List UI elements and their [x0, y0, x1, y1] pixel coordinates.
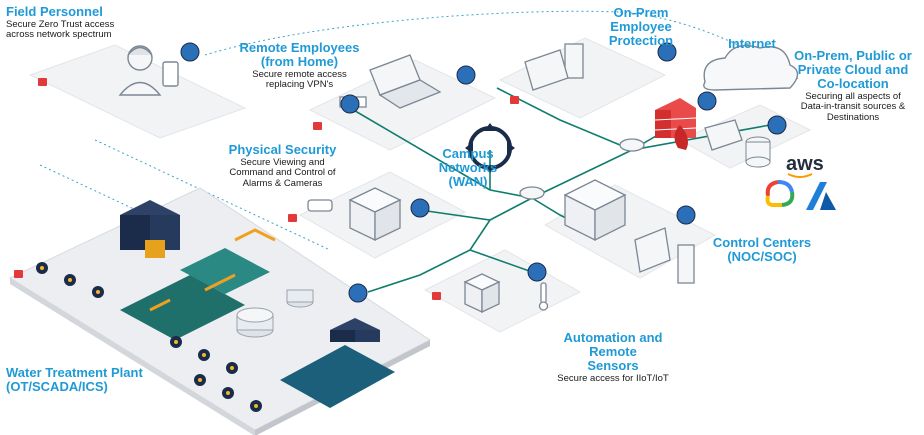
dotted-connectors: [39, 10, 801, 251]
desktop-icon: [524, 43, 584, 91]
building-icon: [348, 187, 402, 242]
physical-security-title: Physical Security: [228, 142, 337, 157]
thermometer-icon: [538, 282, 549, 311]
lock-icon: [14, 78, 519, 300]
access-shield-icon: [180, 42, 787, 303]
cloud-icon: [703, 44, 799, 91]
internet-title: Internet: [728, 36, 776, 51]
physical-security-desc: Secure Viewing and Command and Control o…: [229, 157, 336, 189]
physical-security-label: Physical Security Secure Viewing and Com…: [220, 142, 345, 189]
remote-employees-desc: Secure remote access replacing VPN's: [252, 69, 347, 91]
sensor-box-icon: [463, 273, 501, 314]
azure-icon: [806, 182, 836, 210]
control-centers-label: Control Centers (NOC/SOC): [702, 235, 822, 265]
cloud-desc: Securing all aspects of Data-in-transit …: [800, 91, 906, 123]
cloud-label: On-Prem, Public or Private Cloud and Co-…: [787, 48, 919, 123]
water-plant-title: Water Treatment Plant (OT/SCADA/ICS): [6, 365, 143, 395]
water-plant-platform: [8, 187, 431, 435]
internet-label: Internet: [717, 36, 787, 51]
google-cloud-icon: [765, 180, 795, 207]
on-prem-employee-label: On-Prem Employee Protection: [600, 5, 682, 49]
remote-employees-title: Remote Employees (from Home): [239, 40, 360, 70]
field-personnel-label: Field Personnel Secure Zero Trust access…: [6, 4, 156, 41]
cloud-title: On-Prem, Public or Private Cloud and Co-…: [794, 48, 912, 92]
router-node: [519, 138, 645, 200]
campus-networks-title: Campus Networks (WAN): [438, 146, 498, 190]
control-centers-title: Control Centers (NOC/SOC): [712, 235, 812, 265]
field-personnel-desc: Secure Zero Trust access across network …: [6, 19, 115, 41]
automation-label: Automation and Remote Sensors Secure acc…: [548, 330, 678, 385]
laptop-icon: [369, 54, 442, 109]
control-building-icon: [563, 179, 695, 284]
automation-desc: Secure access for IIoT/IoT: [557, 373, 669, 385]
campus-ring-icon: [465, 123, 515, 173]
field-personnel-title: Field Personnel: [6, 4, 103, 19]
aws-logo: aws: [786, 153, 824, 175]
automation-title: Automation and Remote Sensors: [563, 330, 663, 374]
firewall-icon: [654, 98, 697, 150]
remote-employees-label: Remote Employees (from Home) Secure remo…: [232, 40, 367, 91]
server-icon: [704, 119, 771, 168]
aws-smile-icon: [787, 173, 813, 178]
camera-icon: [307, 199, 333, 212]
campus-networks-label: Campus Networks (WAN): [428, 146, 508, 190]
water-plant-label: Water Treatment Plant (OT/SCADA/ICS): [6, 365, 166, 395]
on-prem-employee-title: On-Prem Employee Protection: [608, 5, 674, 49]
field-worker-icon: [118, 45, 179, 96]
